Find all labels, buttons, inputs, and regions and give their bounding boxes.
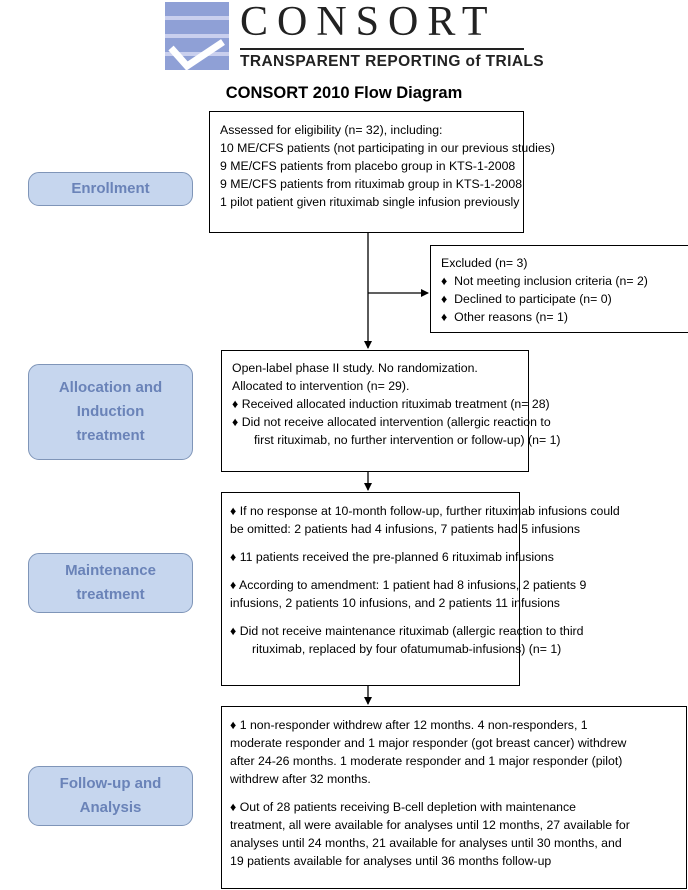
bullet-diamond-icon: ♦ [441,292,448,306]
enrollment-line: Assessed for eligibility (n= 32), includ… [220,123,443,137]
stage-maintenance-label: Maintenance [65,562,156,579]
bullet-diamond-icon: ♦ [230,624,237,638]
bullet-diamond-icon: ♦ [232,397,239,411]
stage-enrollment-label: Enrollment [71,180,150,197]
followup-text: 1 non-responder withdrew after 12 months… [239,718,588,732]
enrollment-line: 10 ME/CFS patients (not participating in… [220,141,555,155]
followup-text: Out of 28 patients receiving B-cell depl… [239,800,577,814]
enrollment-line: 1 pilot patient given rituximab single i… [220,195,520,209]
stage-allocation-label: treatment [76,427,145,444]
followup-text: 19 patients available for analyses until… [230,854,552,868]
allocation-line: Open-label phase II study. No randomizat… [232,361,478,375]
enrollment-box: Assessed for eligibility (n= 32), includ… [209,111,555,233]
bullet-diamond-icon: ♦ [230,800,237,814]
maintenance-text: rituximab, replaced by four ofatumumab-i… [252,642,562,656]
maintenance-text: 11 patients received the pre-planned 6 r… [239,550,554,564]
bullet-diamond-icon: ♦ [232,415,239,429]
maintenance-box: ♦ If no response at 10-month follow-up, … [221,492,620,686]
stage-maintenance-label: treatment [76,586,145,603]
followup-text: moderate responder and 1 major responder… [230,736,627,750]
bullet-diamond-icon: ♦ [441,310,448,324]
stage-followup-label: Follow-up and [59,775,162,792]
logo-wordmark: CONSORT [240,0,497,45]
excluded-title: Excluded (n= 3) [441,256,528,270]
maintenance-text: infusions, 2 patients 10 infusions, and … [230,596,560,610]
followup-text: withdrew after 32 months. [230,772,371,786]
bullet-diamond-icon: ♦ [230,578,237,592]
logo-divider [240,48,524,50]
allocation-bullet: Did not receive allocated intervention (… [241,415,551,429]
maintenance-text: Did not receive maintenance rituximab (a… [239,624,584,638]
bullet-diamond-icon: ♦ [230,718,237,732]
stage-allocation-label: Allocation and [58,379,163,396]
bullet-diamond-icon: ♦ [230,550,237,564]
stage-enrollment: Enrollment [28,172,193,206]
allocation-bullet-cont: first rituximab, no further intervention… [254,433,561,447]
stage-allocation: Allocation and Induction treatment [28,364,193,460]
diagram-title: CONSORT 2010 Flow Diagram [225,84,463,102]
maintenance-text: If no response at 10-month follow-up, fu… [239,504,620,518]
stage-allocation-label: Induction [76,403,145,420]
allocation-box: Open-label phase II study. No randomizat… [221,350,561,472]
maintenance-text: According to amendment: 1 patient had 8 … [239,578,587,592]
maintenance-text: be omitted: 2 patients had 4 infusions, … [230,522,581,536]
consort-logo-icon [165,2,229,70]
excluded-reason: Declined to participate (n= 0) [454,292,612,306]
excluded-reason: Other reasons (n= 1) [454,310,568,324]
stage-followup: Follow-up and Analysis [28,766,193,826]
allocation-bullet: Received allocated induction rituximab t… [241,397,550,411]
logo-tagline: TRANSPARENT REPORTING of TRIALS [240,53,545,70]
bullet-diamond-icon: ♦ [441,274,448,288]
enrollment-line: 9 ME/CFS patients from rituximab group i… [220,177,523,191]
excluded-box: Excluded (n= 3) ♦ Not meeting inclusion … [430,245,688,333]
bullet-diamond-icon: ♦ [230,504,237,518]
followup-text: after 24-26 months. 1 moderate responder… [230,754,623,768]
stage-maintenance: Maintenance treatment [28,553,193,613]
stage-followup-label: Analysis [79,799,142,816]
followup-text: analyses until 24 months, 21 available f… [230,836,622,850]
followup-box: ♦ 1 non-responder withdrew after 12 mont… [221,706,687,889]
allocation-line: Allocated to intervention (n= 29). [232,379,410,393]
excluded-reason: Not meeting inclusion criteria (n= 2) [454,274,648,288]
followup-text: treatment, all were available for analys… [230,818,630,832]
enrollment-line: 9 ME/CFS patients from placebo group in … [220,159,516,173]
